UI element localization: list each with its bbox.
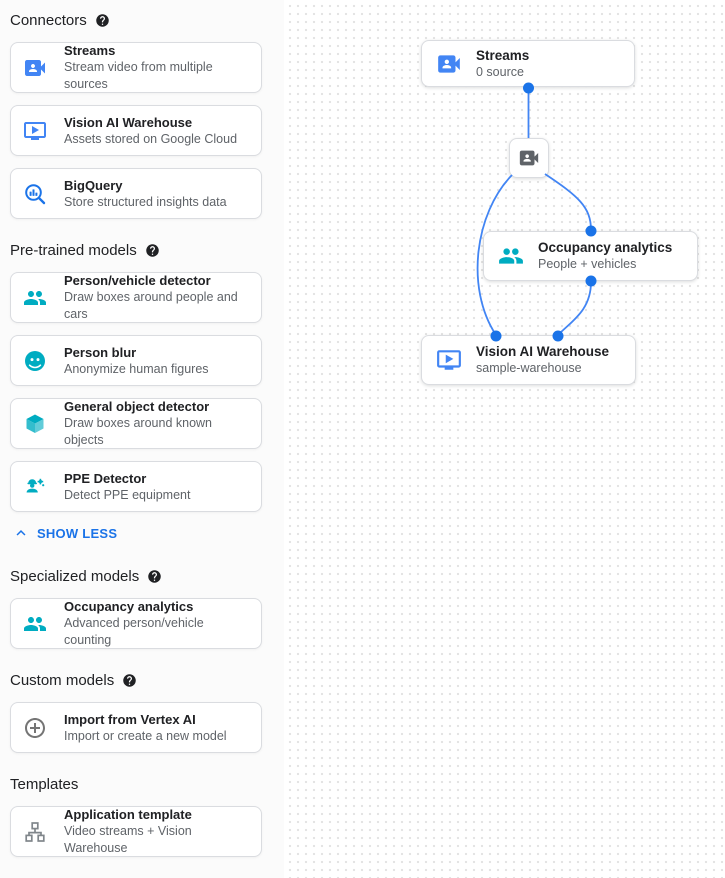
- help-icon[interactable]: [95, 13, 110, 28]
- section-title: Pre-trained models: [10, 242, 137, 259]
- card-occupancy-analytics[interactable]: Occupancy analytics Advanced person/vehi…: [10, 598, 262, 649]
- node-title: Streams: [476, 47, 530, 63]
- section-header-custom-models: Custom models: [10, 672, 284, 689]
- section-header-pretrained-models: Pre-trained models: [10, 242, 284, 259]
- graph-canvas[interactable]: Streams 0 source Occupancy analytics Peo…: [284, 0, 725, 878]
- card-title: Import from Vertex AI: [64, 711, 196, 727]
- streams-node[interactable]: Streams 0 source: [421, 40, 635, 87]
- card-title: Person/vehicle detector: [64, 273, 211, 288]
- card-streams[interactable]: Streams Stream video from multiple sourc…: [10, 42, 262, 93]
- card-title: Occupancy analytics: [64, 599, 194, 614]
- card-desc: Video streams + Vision Warehouse: [64, 824, 192, 855]
- card-title: Streams: [64, 43, 116, 58]
- node-title: Vision AI Warehouse: [476, 344, 610, 359]
- node-subtitle: sample-warehouse: [476, 361, 582, 375]
- card-desc: Advanced person/vehicle counting: [64, 616, 204, 647]
- show-less-button[interactable]: SHOW LESS: [12, 524, 284, 542]
- node-subtitle: People + vehicles: [538, 257, 637, 271]
- occupancy-analytics-node[interactable]: Occupancy analytics People + vehicles: [483, 231, 698, 281]
- section-title: Connectors: [10, 12, 87, 29]
- card-import-from-vertex-ai[interactable]: Import from Vertex AI Import or create a…: [10, 702, 262, 753]
- component-sidebar: Connectors Streams Stream video from mul…: [0, 0, 284, 878]
- card-person-blur[interactable]: Person blur Anonymize human figures: [10, 335, 262, 386]
- smart-display-icon: [436, 347, 462, 373]
- video-camera-front-icon: [519, 150, 539, 166]
- card-desc: Store structured insights data: [64, 194, 227, 209]
- edge-occupancy-to-warehouse: [558, 281, 592, 335]
- video-camera-front-icon: [436, 51, 462, 77]
- face-blur-icon: [23, 349, 47, 373]
- card-title: Application template: [64, 807, 192, 822]
- video-camera-front-icon: [23, 56, 47, 80]
- add-circle-icon: [23, 716, 47, 740]
- card-title: Person blur: [64, 344, 137, 360]
- section-title: Custom models: [10, 672, 115, 689]
- edge-source-to-occupancy: [544, 173, 592, 231]
- card-ppe-detector[interactable]: PPE Detector Detect PPE equipment: [10, 461, 262, 512]
- section-header-specialized-models: Specialized models: [10, 568, 284, 585]
- card-application-template[interactable]: Application template Video streams + Vis…: [10, 806, 262, 857]
- card-title: Vision AI Warehouse: [64, 114, 193, 130]
- card-desc: Anonymize human figures: [64, 361, 209, 376]
- card-title: General object detector: [64, 399, 210, 414]
- card-desc: Draw boxes around people and cars: [64, 290, 238, 321]
- show-less-label: SHOW LESS: [37, 525, 118, 541]
- stream-source-mini-node[interactable]: [509, 138, 549, 178]
- card-general-object-detector[interactable]: General object detector Draw boxes aroun…: [10, 398, 262, 449]
- card-bigquery[interactable]: BigQuery Store structured insights data: [10, 168, 262, 219]
- section-title: Templates: [10, 776, 79, 793]
- help-icon[interactable]: [147, 569, 162, 584]
- people-icon: [23, 286, 47, 310]
- card-vision-ai-warehouse[interactable]: Vision AI Warehouse Assets stored on Goo…: [10, 105, 262, 156]
- smart-display-icon: [23, 119, 47, 143]
- card-person-vehicle-detector[interactable]: Person/vehicle detector Draw boxes aroun…: [10, 272, 262, 323]
- section-header-templates: Templates: [10, 776, 284, 793]
- chevron-up-icon: [16, 530, 26, 536]
- bigquery-search-icon: [23, 182, 47, 206]
- card-desc: Stream video from multiple sources: [64, 60, 213, 91]
- schema-icon: [23, 820, 47, 844]
- people-icon: [23, 612, 47, 636]
- section-title: Specialized models: [10, 568, 140, 585]
- card-desc: Draw boxes around known objects: [64, 416, 212, 447]
- graph-edges: [476, 82, 597, 342]
- card-title: BigQuery: [64, 177, 123, 193]
- node-title: Occupancy analytics: [538, 240, 673, 255]
- card-desc: Import or create a new model: [64, 728, 227, 743]
- people-icon: [498, 243, 524, 269]
- help-icon[interactable]: [122, 673, 137, 688]
- vision-ai-warehouse-node[interactable]: Vision AI Warehouse sample-warehouse: [421, 335, 636, 385]
- card-desc: Detect PPE equipment: [64, 487, 191, 502]
- node-subtitle: 0 source: [476, 64, 524, 79]
- help-icon[interactable]: [145, 243, 160, 258]
- card-title: PPE Detector: [64, 470, 147, 486]
- section-header-connectors: Connectors: [10, 12, 284, 29]
- ppe-person-icon: [23, 475, 47, 499]
- cube-icon: [23, 412, 47, 436]
- card-desc: Assets stored on Google Cloud: [64, 131, 238, 146]
